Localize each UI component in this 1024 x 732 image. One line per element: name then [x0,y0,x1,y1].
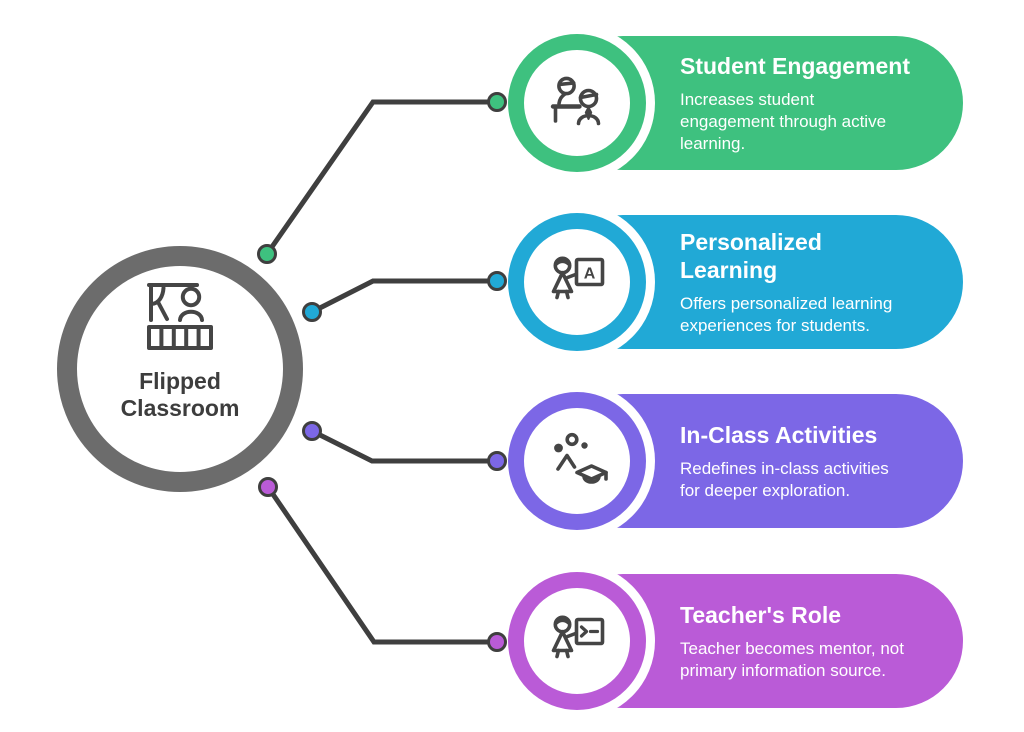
svg-text:A: A [584,266,596,283]
hub-title: Flipped Classroom [120,368,240,421]
card-icon-badge [508,392,646,530]
card-content: Student Engagement Increases student eng… [680,36,945,170]
connector-dot-card-green [487,92,507,112]
card-student-engagement: Student Engagement Increases student eng… [508,34,963,172]
card-description: Redefines in-class activities for deeper… [680,458,889,500]
card-title: Personalized Learning [680,228,822,283]
connector-dot-card-blue [487,271,507,291]
card-teachers-role: Teacher's Role Teacher becomes mentor, n… [508,572,963,710]
card-description: Teacher becomes mentor, not primary info… [680,638,904,680]
connector-dot-card-magenta [487,632,507,652]
flipped-classroom-icon [147,283,213,350]
card-title: Teacher's Role [680,601,841,628]
card-icon-badge: A [508,213,646,351]
flipped-classroom-hub: Flipped Classroom [57,246,303,492]
connector-dot-hub-green [257,244,277,264]
students-icon [550,76,601,126]
connector-dot-hub-blue [302,302,322,322]
card-content: Teacher's Role Teacher becomes mentor, n… [680,574,945,708]
card-content: In-Class Activities Redefines in-class a… [680,394,945,528]
card-description: Increases student engagement through act… [680,89,887,153]
teacher-board-icon: A [551,256,605,300]
card-content: Personalized Learning Offers personalize… [680,215,945,349]
connector-dot-hub-purple [302,421,322,441]
connector-dot-hub-magenta [258,477,278,497]
card-description: Offers personalized learning experiences… [680,293,893,335]
connector-dot-card-purple [487,451,507,471]
card-title: In-Class Activities [680,421,878,448]
card-icon-badge [508,34,646,172]
card-icon-badge [508,572,646,710]
card-in-class-activities: In-Class Activities Redefines in-class a… [508,392,963,530]
activities-icon [554,432,608,484]
card-personalized-learning: A Personalized Learning Offers personali… [508,213,963,351]
teacher-screen-icon [551,615,605,659]
card-title: Student Engagement [680,52,911,79]
